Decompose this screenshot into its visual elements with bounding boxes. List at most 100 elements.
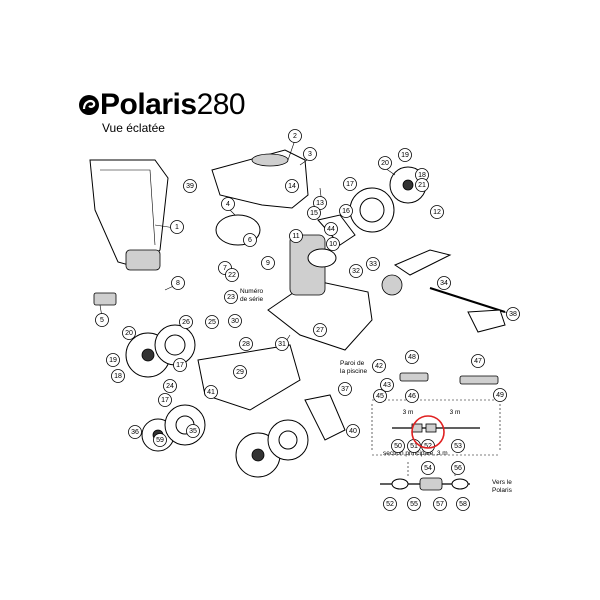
callout-label: 21: [418, 182, 426, 189]
length-label-b: 3 m: [450, 409, 461, 416]
callout-label: 39: [186, 183, 194, 190]
callout-13: 13: [313, 196, 327, 210]
callout-label: 42: [375, 363, 383, 370]
callout-label: 17: [176, 362, 184, 369]
part-axle-right: [381, 249, 506, 333]
callout-label: 9: [266, 260, 270, 267]
callout-8: 8: [171, 276, 185, 290]
callout-label: 51: [410, 443, 418, 450]
callout-label: 20: [125, 330, 133, 337]
callout-49: 49: [493, 388, 507, 402]
callout-59: 59: [153, 433, 167, 447]
callout-label: 29: [236, 369, 244, 376]
callout-28: 28: [239, 337, 253, 351]
callout-19: 19: [398, 148, 412, 162]
callout-17: 17: [158, 393, 172, 407]
callout-34: 34: [437, 276, 451, 290]
callout-33: 33: [366, 257, 380, 271]
section-label: section principale, 3 m: [383, 450, 448, 457]
callout-label: 50: [394, 443, 402, 450]
callout-label: 52: [424, 443, 432, 450]
callout-44: 44: [324, 222, 338, 236]
callout-label: 37: [341, 386, 349, 393]
callout-label: 56: [454, 465, 462, 472]
callout-24: 24: [163, 379, 177, 393]
callout-label: 55: [410, 501, 418, 508]
callout-32: 32: [349, 264, 363, 278]
callout-label: 12: [433, 209, 441, 216]
callout-label: 8: [176, 280, 180, 287]
callout-label: 16: [342, 208, 350, 215]
callout-label: 30: [231, 318, 239, 325]
callout-label: 10: [329, 241, 337, 248]
callout-label: 3: [308, 151, 312, 158]
callout-label: 25: [208, 319, 216, 326]
callout-26: 26: [179, 315, 193, 329]
callout-label: 59: [156, 437, 164, 444]
callout-label: 47: [474, 358, 482, 365]
callout-17: 17: [173, 358, 187, 372]
to-polaris-label-1: Vers le: [492, 479, 512, 486]
serial-label-2: de série: [240, 296, 264, 303]
callout-label: 22: [228, 272, 236, 279]
callout-11: 11: [289, 229, 303, 243]
callout-label: 17: [161, 397, 169, 404]
callout-label: 7: [223, 265, 227, 272]
callout-label: 19: [401, 152, 409, 159]
callout-label: 33: [369, 261, 377, 268]
hose-assembly: [371, 372, 501, 491]
callout-label: 41: [207, 389, 215, 396]
callout-35: 35: [186, 424, 200, 438]
callout-label: 54: [424, 465, 432, 472]
callout-38: 38: [506, 307, 520, 321]
callout-22: 22: [225, 268, 239, 282]
callout-58: 58: [456, 497, 470, 511]
callout-42: 42: [372, 359, 386, 373]
model-number: 280: [196, 88, 246, 121]
callout-label: 6: [248, 237, 252, 244]
polaris-swirl-icon: [79, 95, 99, 115]
callout-14: 14: [285, 179, 299, 193]
callout-36: 36: [128, 425, 142, 439]
callout-12: 12: [430, 205, 444, 219]
callout-51: 51: [407, 439, 421, 453]
callout-label: 11: [292, 233, 299, 240]
callout-55: 55: [407, 497, 421, 511]
callout-46: 46: [405, 389, 419, 403]
callout-label: 23: [227, 294, 235, 301]
callout-label: 44: [327, 226, 335, 233]
callout-label: 35: [189, 428, 197, 435]
callout-label: 27: [316, 327, 324, 334]
callout-56: 56: [451, 461, 465, 475]
callout-label: 1: [175, 224, 179, 231]
callout-25: 25: [205, 315, 219, 329]
callout-45: 45: [373, 389, 387, 403]
callout-39: 39: [183, 179, 197, 193]
callout-label: 15: [310, 210, 318, 217]
callout-37: 37: [338, 382, 352, 396]
to-polaris-label-2: Polaris: [492, 487, 513, 494]
callout-48: 48: [405, 350, 419, 364]
callout-label: 13: [316, 200, 324, 207]
callout-label: 53: [454, 443, 462, 450]
callout-label: 49: [496, 392, 504, 399]
callout-21: 21: [415, 178, 429, 192]
callout-20: 20: [122, 326, 136, 340]
callout-label: 57: [436, 501, 444, 508]
callout-31: 31: [275, 337, 289, 351]
callout-label: 31: [278, 341, 286, 348]
callout-18: 18: [415, 168, 429, 182]
callout-label: 14: [288, 183, 296, 190]
callout-41: 41: [204, 385, 218, 399]
callout-29: 29: [233, 365, 247, 379]
page-subtitle: Vue éclatée: [102, 121, 165, 135]
callout-label: 26: [182, 319, 190, 326]
callout-label: 52: [386, 501, 394, 508]
callout-label: 58: [459, 501, 467, 508]
callout-20: 20: [378, 156, 392, 170]
callout-label: 4: [226, 201, 230, 208]
callout-52: 52: [383, 497, 397, 511]
callout-label: 36: [131, 429, 139, 436]
callout-label: 17: [346, 181, 354, 188]
